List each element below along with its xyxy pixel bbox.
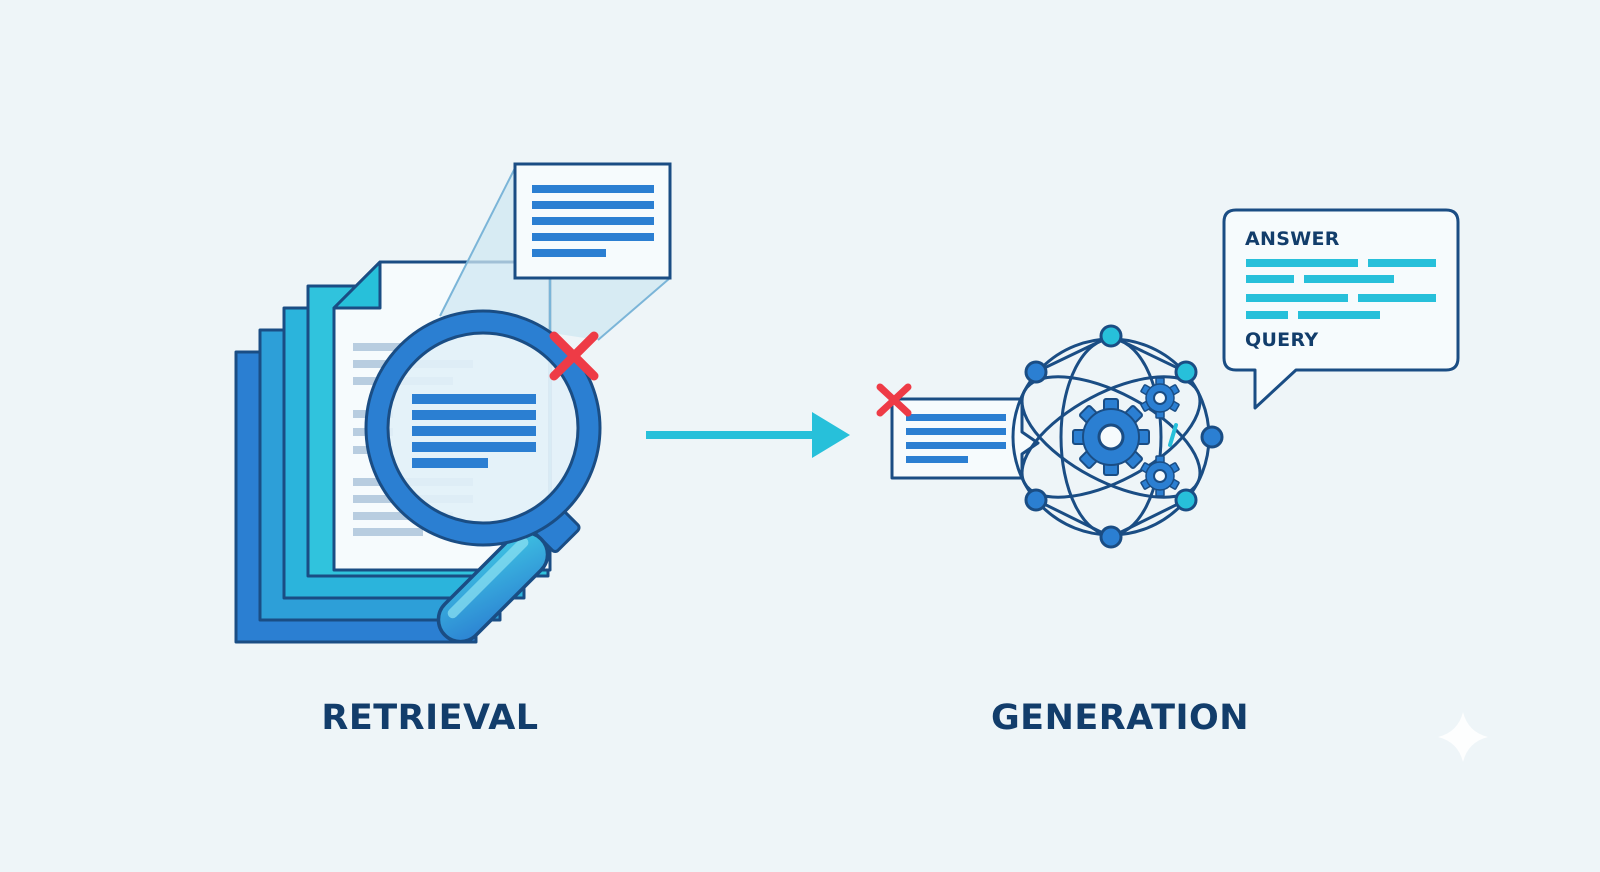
- rejected-x-icon: [549, 331, 599, 381]
- speech-bubble-icon: [1222, 208, 1460, 410]
- generation-stage-label: GENERATION: [990, 698, 1250, 738]
- zoomed-document-icon: [513, 162, 672, 280]
- gear-icon: [1140, 455, 1180, 497]
- magnifying-glass-icon: [364, 309, 602, 644]
- answer-label: ANSWER: [1245, 228, 1340, 250]
- network-nodes: [1024, 324, 1224, 549]
- retrieval-stage-label: RETRIEVAL: [321, 698, 539, 738]
- query-label: QUERY: [1245, 329, 1319, 351]
- rejected-x-icon: [876, 383, 912, 417]
- sparkle-icon: [1438, 712, 1488, 762]
- spark-stroke: [1168, 423, 1178, 447]
- gear-icon: [1140, 377, 1180, 419]
- flow-arrow-icon: [646, 412, 850, 458]
- gear-icon: [1072, 398, 1150, 476]
- context-document-icon: [890, 397, 1040, 480]
